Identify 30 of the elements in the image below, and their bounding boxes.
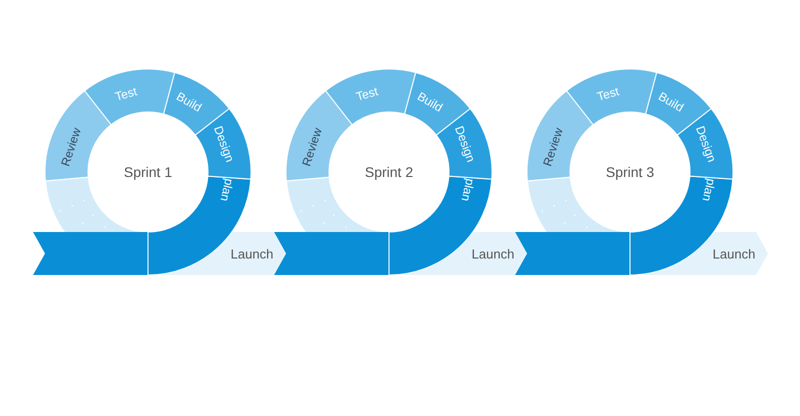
- segment-label: Test: [354, 84, 380, 104]
- segment-label: plan: [218, 178, 236, 203]
- launch-label: Launch: [712, 246, 756, 261]
- segment-label: Review: [540, 126, 566, 168]
- ring-segment: [526, 90, 594, 182]
- segment-label: Review: [299, 126, 325, 168]
- ring-segment: [566, 68, 658, 126]
- segment-label: Build: [414, 89, 445, 115]
- segment-label: Design: [211, 124, 238, 164]
- segment-label: Review: [58, 126, 84, 168]
- segment-label: Build: [173, 89, 204, 115]
- sprint-label: Sprint 1: [124, 164, 172, 180]
- segment-label: plan: [700, 178, 718, 203]
- segment-label: Test: [113, 84, 138, 104]
- sprint-label: Sprint 2: [364, 164, 414, 180]
- segment-label: plan: [458, 178, 478, 203]
- chevron-band: [515, 232, 631, 275]
- ring-segment: [286, 90, 353, 182]
- launch-label: Launch: [230, 246, 274, 261]
- segment-label: Build: [655, 89, 686, 115]
- launch-label: Launch: [472, 246, 514, 261]
- segment-label: Design: [452, 124, 478, 164]
- segment-label: Test: [595, 84, 620, 104]
- chevron-band: [33, 232, 149, 275]
- ring-segment: [84, 68, 176, 126]
- ring-segment: [325, 68, 416, 126]
- ring-segment: [44, 90, 112, 182]
- segment-label: Design: [693, 124, 720, 164]
- sprint-label: Sprint 3: [606, 164, 654, 180]
- chevron-band: [274, 232, 390, 275]
